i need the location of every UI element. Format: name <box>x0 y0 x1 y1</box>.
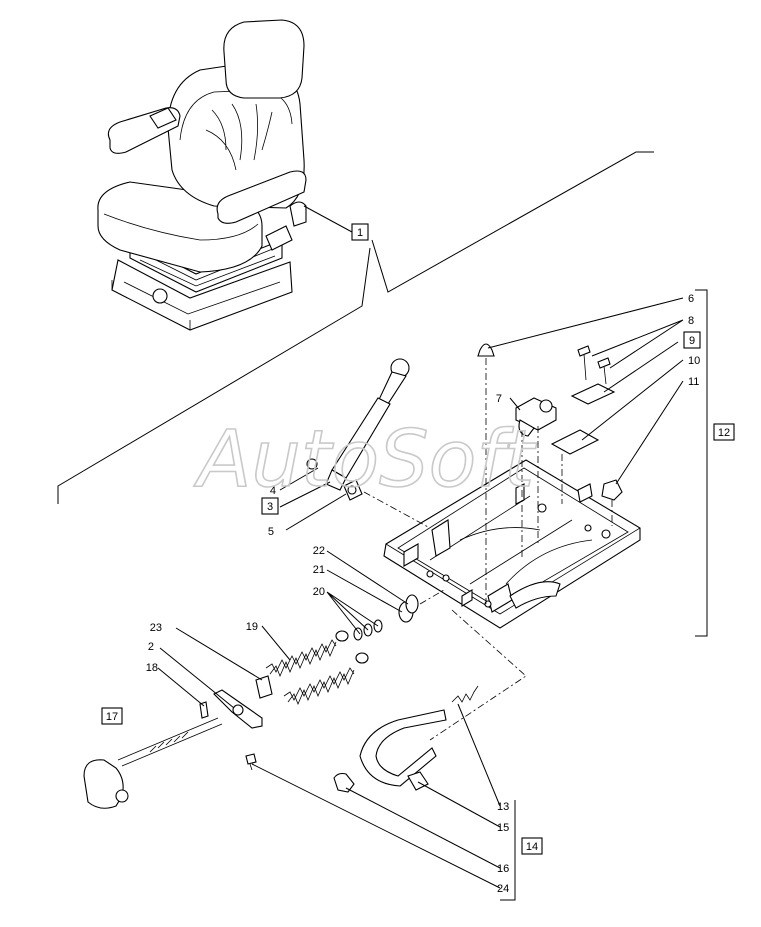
callout-6[interactable]: 6 <box>688 293 694 305</box>
callout-5[interactable]: 5 <box>268 526 274 538</box>
callout-13[interactable]: 13 <box>497 801 509 813</box>
screw-24 <box>245 753 257 771</box>
callout-6-label: 6 <box>688 293 694 305</box>
callout-24-label: 24 <box>497 883 509 895</box>
callout-1[interactable]: 1 <box>351 223 369 241</box>
block-7 <box>515 397 557 560</box>
shock-absorber <box>306 358 410 501</box>
plate-9 <box>570 383 616 405</box>
leader-lines <box>157 289 708 901</box>
callout-19-label: 19 <box>246 621 258 633</box>
callout-23-label: 23 <box>150 622 162 634</box>
callout-8[interactable]: 8 <box>688 315 694 327</box>
callout-21-label: 21 <box>313 564 325 576</box>
frame-assembly <box>383 459 641 629</box>
cable-group <box>333 685 479 793</box>
watermark: AutoSoft <box>193 415 537 505</box>
callout-18-label: 18 <box>146 662 158 674</box>
callout-16-label: 16 <box>497 863 509 875</box>
callout-21[interactable]: 21 <box>313 564 325 576</box>
callout-7-label: 7 <box>496 393 502 405</box>
callout-22-label: 22 <box>313 545 325 557</box>
callout-1-label: 1 <box>357 227 363 239</box>
callout-11[interactable]: 11 <box>688 376 699 388</box>
callout-10-label: 10 <box>688 355 700 367</box>
callout-20-label: 20 <box>313 586 325 598</box>
callout-9-label: 9 <box>689 335 695 347</box>
washers <box>353 594 419 641</box>
callout-4-label: 4 <box>270 485 276 497</box>
callout-13-label: 13 <box>497 801 509 813</box>
callout-8-label: 8 <box>688 315 694 327</box>
callout-23[interactable]: 23 <box>150 622 162 634</box>
bumper-11 <box>601 479 623 526</box>
callout-10[interactable]: 10 <box>688 355 700 367</box>
callout-9[interactable]: 9 <box>683 331 701 349</box>
callout-15-label: 15 <box>497 822 509 834</box>
callout-2[interactable]: 2 <box>148 641 154 653</box>
callout-5-label: 5 <box>268 526 274 538</box>
springs-19 <box>265 630 369 706</box>
seat-assembly <box>97 19 307 331</box>
callout-11-label: 11 <box>688 376 699 388</box>
handle-17 <box>83 717 223 809</box>
screws-8 <box>577 345 611 385</box>
callout-4[interactable]: 4 <box>270 485 276 497</box>
callout-7[interactable]: 7 <box>496 393 502 405</box>
bracket-23 <box>199 675 273 729</box>
callout-19[interactable]: 19 <box>246 621 258 633</box>
callout-15[interactable]: 15 <box>497 822 509 834</box>
callout-3[interactable]: 3 <box>261 497 279 515</box>
callout-24[interactable]: 24 <box>497 883 509 895</box>
callout-12-label: 12 <box>718 427 730 439</box>
callout-20[interactable]: 20 <box>313 586 325 598</box>
callout-17-label: 17 <box>106 711 118 723</box>
callout-14-label: 14 <box>526 841 538 853</box>
callout-22[interactable]: 22 <box>313 545 325 557</box>
callout-12[interactable]: 12 <box>713 423 735 441</box>
callout-14[interactable]: 14 <box>521 837 543 855</box>
callout-2-label: 2 <box>148 641 154 653</box>
callout-17[interactable]: 17 <box>101 707 123 725</box>
callout-18[interactable]: 18 <box>146 662 158 674</box>
pad-10 <box>550 429 600 455</box>
callout-3-label: 3 <box>267 501 273 513</box>
callout-16[interactable]: 16 <box>497 863 509 875</box>
